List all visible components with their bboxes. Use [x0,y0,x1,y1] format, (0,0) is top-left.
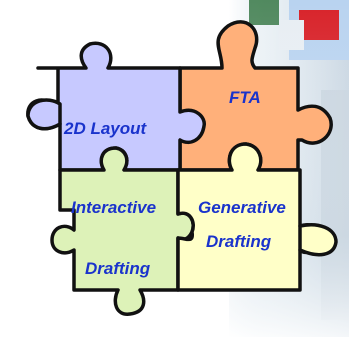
puzzle-knob-left [26,98,62,131]
label-2d-layout: 2D Layout [64,119,147,138]
puzzle-piece-interactive-drafting [50,146,195,316]
label-interactive-drafting: Drafting [85,259,151,278]
label-fta: FTA [229,88,261,107]
label-generative: Generative [198,198,286,217]
puzzle-knob-right [298,223,338,257]
label-interactive: Interactive [71,198,157,217]
label-generative-drafting: Drafting [206,232,272,251]
